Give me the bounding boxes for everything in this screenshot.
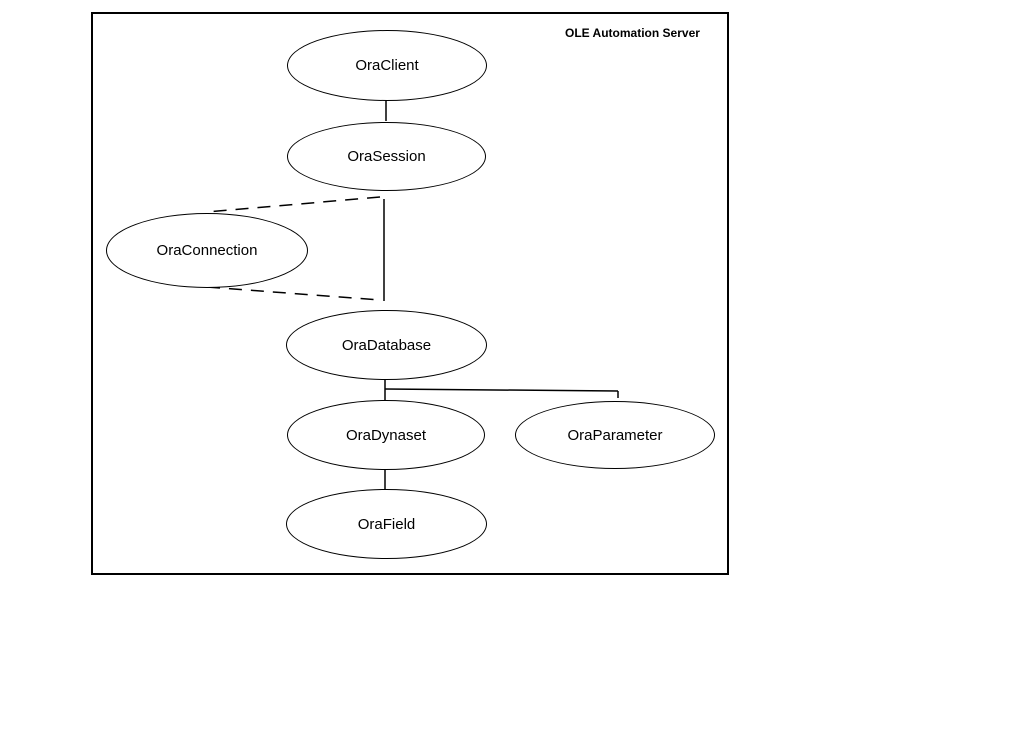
node-orafield: OraField (286, 489, 487, 559)
node-oradatabase-label: OraDatabase (341, 336, 432, 354)
node-oradatabase: OraDatabase (286, 310, 487, 380)
node-orasession-label: OraSession (347, 148, 426, 165)
node-oradynaset: OraDynaset (287, 400, 485, 470)
ole-server-frame (91, 12, 729, 575)
node-orafield-label: OraField (357, 515, 416, 533)
node-oraconnection: OraConnection (106, 213, 308, 288)
frame-title: OLE Automation Server (565, 26, 700, 40)
node-orasession: OraSession (287, 122, 486, 191)
node-oraconnection-label: OraConnection (156, 242, 258, 259)
node-oraparameter: OraParameter (515, 401, 715, 469)
node-oradynaset-label: OraDynaset (345, 426, 427, 444)
node-oraclient: OraClient (287, 30, 487, 101)
node-oraclient-label: OraClient (355, 57, 419, 74)
node-oraparameter-label: OraParameter (567, 426, 663, 444)
